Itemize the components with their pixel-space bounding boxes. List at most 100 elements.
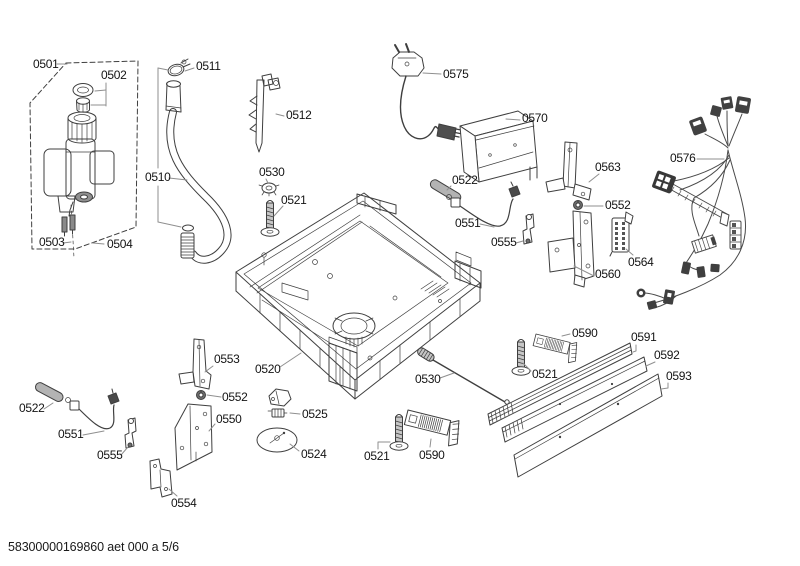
part-0512-drawing xyxy=(248,73,281,153)
part-label-0554: 0554 xyxy=(171,496,197,510)
document-number: 58300000169860 aet 000 a 5/6 xyxy=(8,540,179,554)
part-label-0521: 0521 xyxy=(281,193,307,207)
part-label-0521: 0521 xyxy=(364,449,390,463)
leader-line-0521 xyxy=(377,441,391,450)
part-0593-panel-drawing xyxy=(513,373,663,478)
leader-line-0504 xyxy=(92,242,105,245)
part-0525-drawing xyxy=(267,388,292,418)
part-0575-power-cord-drawing xyxy=(391,43,462,141)
leader-line-0522 xyxy=(43,402,54,410)
part-label-0510: 0510 xyxy=(145,170,171,184)
leader-line-0563 xyxy=(588,173,600,183)
part-label-0592: 0592 xyxy=(654,348,680,362)
part-label-0520: 0520 xyxy=(255,362,281,376)
leader-line-0511 xyxy=(184,67,195,72)
leader-line-0560 xyxy=(573,265,595,277)
part-label-0564: 0564 xyxy=(628,255,654,269)
leader-line-0575 xyxy=(422,72,442,75)
part-label-0511: 0511 xyxy=(196,59,221,73)
part-label-0590: 0590 xyxy=(419,448,445,462)
leader-line-0550 xyxy=(208,423,216,432)
leader-line-0570 xyxy=(505,118,521,121)
part-0592-panel-drawing xyxy=(501,356,648,443)
part-0552-grommet-drawing xyxy=(196,390,206,400)
leader-line-0554 xyxy=(168,488,178,497)
part-0521-screw-drawing xyxy=(511,339,531,376)
part-0563-bracket-drawing xyxy=(545,141,592,201)
part-label-0550: 0550 xyxy=(216,412,242,426)
leader-line-0522 xyxy=(446,185,452,191)
leader-line-0590 xyxy=(561,333,571,337)
part-0591-panel-drawing xyxy=(487,342,633,426)
leader-line-0510 xyxy=(168,177,188,181)
part-0570-control-module-drawing xyxy=(459,110,538,183)
leader-line-0592 xyxy=(645,361,656,367)
part-label-0524: 0524 xyxy=(301,447,327,461)
part-0501-assembly-drawing xyxy=(29,60,139,259)
leader-line-0530 xyxy=(265,178,269,184)
part-0551-wire-drawing xyxy=(446,181,521,227)
leader-line-0512 xyxy=(275,113,285,117)
part-0553-bracket-drawing xyxy=(178,338,212,390)
leader-lines-layer xyxy=(43,63,725,497)
part-label-0502: 0502 xyxy=(101,68,127,82)
leader-line-0591 xyxy=(632,344,637,353)
part-label-0522: 0522 xyxy=(19,401,45,415)
part-0560-bracket-drawing xyxy=(547,210,595,288)
part-label-0501: 0501 xyxy=(33,57,59,71)
part-label-0555: 0555 xyxy=(97,448,123,462)
part-0524-disc-drawing xyxy=(256,427,298,453)
leader-line-0590 xyxy=(429,438,432,448)
part-label-0504: 0504 xyxy=(107,237,133,251)
part-label-0575: 0575 xyxy=(443,67,469,81)
part-0511-clamp-drawing xyxy=(167,63,185,77)
part-label-0512: 0512 xyxy=(286,108,312,122)
part-label-0590: 0590 xyxy=(572,326,598,340)
part-label-0593: 0593 xyxy=(666,369,692,383)
part-label-0553: 0553 xyxy=(214,352,240,366)
part-0510-hose-drawing xyxy=(165,58,232,264)
part-label-0552: 0552 xyxy=(222,390,248,404)
part-0564-connector-drawing xyxy=(609,211,634,257)
leader-line-0525 xyxy=(289,412,301,415)
leader-line-0555 xyxy=(515,240,524,244)
part-label-0576: 0576 xyxy=(670,151,696,165)
part-label-0530: 0530 xyxy=(259,165,285,179)
part-0554-bracket-drawing xyxy=(149,458,173,498)
part-0550-bracket-drawing xyxy=(174,403,213,471)
part-0555-clip-drawing xyxy=(522,213,535,245)
leader-line-0593 xyxy=(660,382,669,390)
part-0551-wire-drawing xyxy=(65,388,120,430)
part-0576-harness-drawing xyxy=(636,96,751,310)
part-label-0522: 0522 xyxy=(452,173,478,187)
part-label-0551: 0551 xyxy=(58,427,84,441)
part-label-0521: 0521 xyxy=(532,367,558,381)
part-0520-base-pan-drawing xyxy=(235,192,482,400)
part-0555-clip-drawing xyxy=(124,417,137,449)
leader-line-0521 xyxy=(273,205,284,217)
part-label-0503: 0503 xyxy=(39,235,65,249)
part-label-0591: 0591 xyxy=(631,330,657,344)
leader-line-0564 xyxy=(625,248,634,256)
leader-line-0524 xyxy=(289,443,300,452)
leader-line-0502 xyxy=(94,89,107,92)
part-label-0563: 0563 xyxy=(595,160,621,174)
leader-line-0520 xyxy=(279,352,302,368)
part-0552-grommet-drawing xyxy=(573,200,583,210)
part-0522-tube-drawing xyxy=(34,382,64,402)
part-label-0570: 0570 xyxy=(522,111,548,125)
leader-line-0510 xyxy=(157,221,182,228)
leader-line-0552 xyxy=(206,394,222,398)
leader-line-0530 xyxy=(439,372,455,379)
leader-line-0521 xyxy=(522,362,532,372)
leader-line-0555 xyxy=(120,446,129,456)
part-0590-grille-drawing xyxy=(401,407,464,449)
leader-line-0551 xyxy=(479,223,495,228)
leader-line-0503 xyxy=(62,241,72,244)
leader-line-0551 xyxy=(82,430,105,436)
part-0530-nut-drawing xyxy=(258,182,280,197)
part-label-0525: 0525 xyxy=(302,407,328,421)
part-0521-screw-drawing xyxy=(260,200,280,237)
